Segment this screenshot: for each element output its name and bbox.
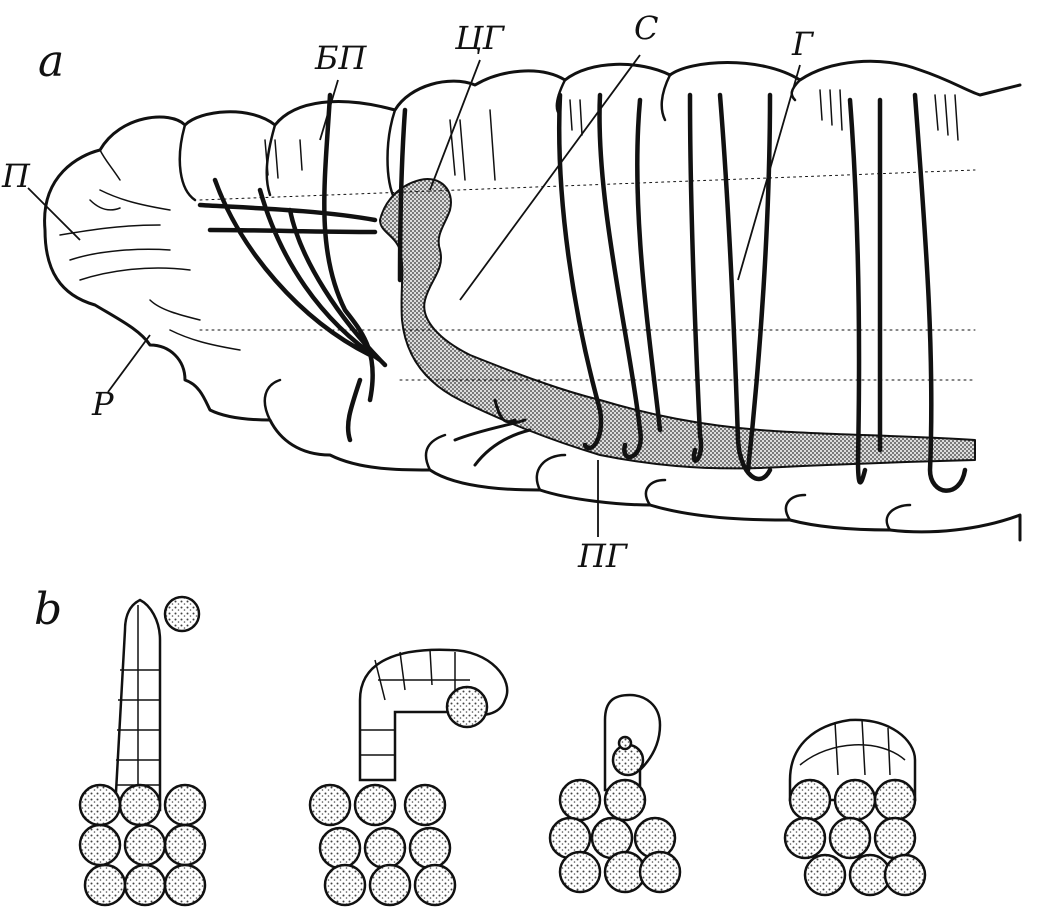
stage-4-cell	[785, 818, 825, 858]
stage-2-tip-cell	[447, 687, 487, 727]
stage-2-cell	[415, 865, 455, 905]
pharyngeal-nerves	[200, 95, 405, 440]
stage-1-cell	[165, 785, 205, 825]
stage-3-cell	[560, 852, 600, 892]
stage-2-cell	[320, 828, 360, 868]
stage-3-column	[605, 695, 660, 790]
stage-4-cell	[830, 818, 870, 858]
cell-clusters	[80, 780, 925, 905]
stage-1-cell	[125, 865, 165, 905]
stage-3-head-knob	[619, 737, 631, 749]
stage-2	[360, 650, 507, 780]
leader-p	[28, 188, 80, 240]
stage-1-cell	[80, 825, 120, 865]
stage-2-cell	[355, 785, 395, 825]
stage-3	[605, 695, 660, 790]
stage-2-cell	[310, 785, 350, 825]
stage-4-cell	[835, 780, 875, 820]
stage-4-cell	[790, 780, 830, 820]
stage-4-cell	[885, 855, 925, 895]
stage-1-cell	[165, 865, 205, 905]
stage-3-cell	[640, 852, 680, 892]
stage-1	[115, 597, 199, 810]
worm-body-diagram	[45, 61, 1020, 540]
stage-2-cell	[325, 865, 365, 905]
stage-2-cell	[405, 785, 445, 825]
callout-label-pg: ПГ	[578, 540, 627, 572]
stage-2-cell	[365, 828, 405, 868]
stage-2-cell	[370, 865, 410, 905]
panel-b-label: b	[34, 588, 62, 632]
callout-label-g: Г	[792, 28, 813, 60]
stage-3-cell	[605, 780, 645, 820]
panel-a-label: a	[38, 40, 64, 84]
callout-label-bp: БП	[315, 42, 366, 74]
stage-4-cell	[875, 818, 915, 858]
stage-3-cell	[560, 780, 600, 820]
callout-label-cg: ЦГ	[455, 22, 504, 54]
stage-4-cell	[805, 855, 845, 895]
callout-label-r: Р	[92, 388, 114, 420]
developmental-stages	[115, 597, 915, 810]
callout-label-p: П	[2, 160, 30, 192]
leader-r	[108, 335, 150, 392]
callout-label-s: С	[634, 12, 658, 44]
stage-1-tip-cell	[165, 597, 199, 631]
stage-1-rings	[116, 605, 160, 810]
stage-1-cell	[165, 825, 205, 865]
worm-outline	[45, 61, 1020, 540]
stage-2-cell	[410, 828, 450, 868]
stage-4-cell	[875, 780, 915, 820]
stage-1-cell	[80, 785, 120, 825]
stage-1-cell	[120, 785, 160, 825]
stage-1-cell	[85, 865, 125, 905]
cerebral-ganglion	[380, 179, 975, 468]
stage-1-cell	[125, 825, 165, 865]
